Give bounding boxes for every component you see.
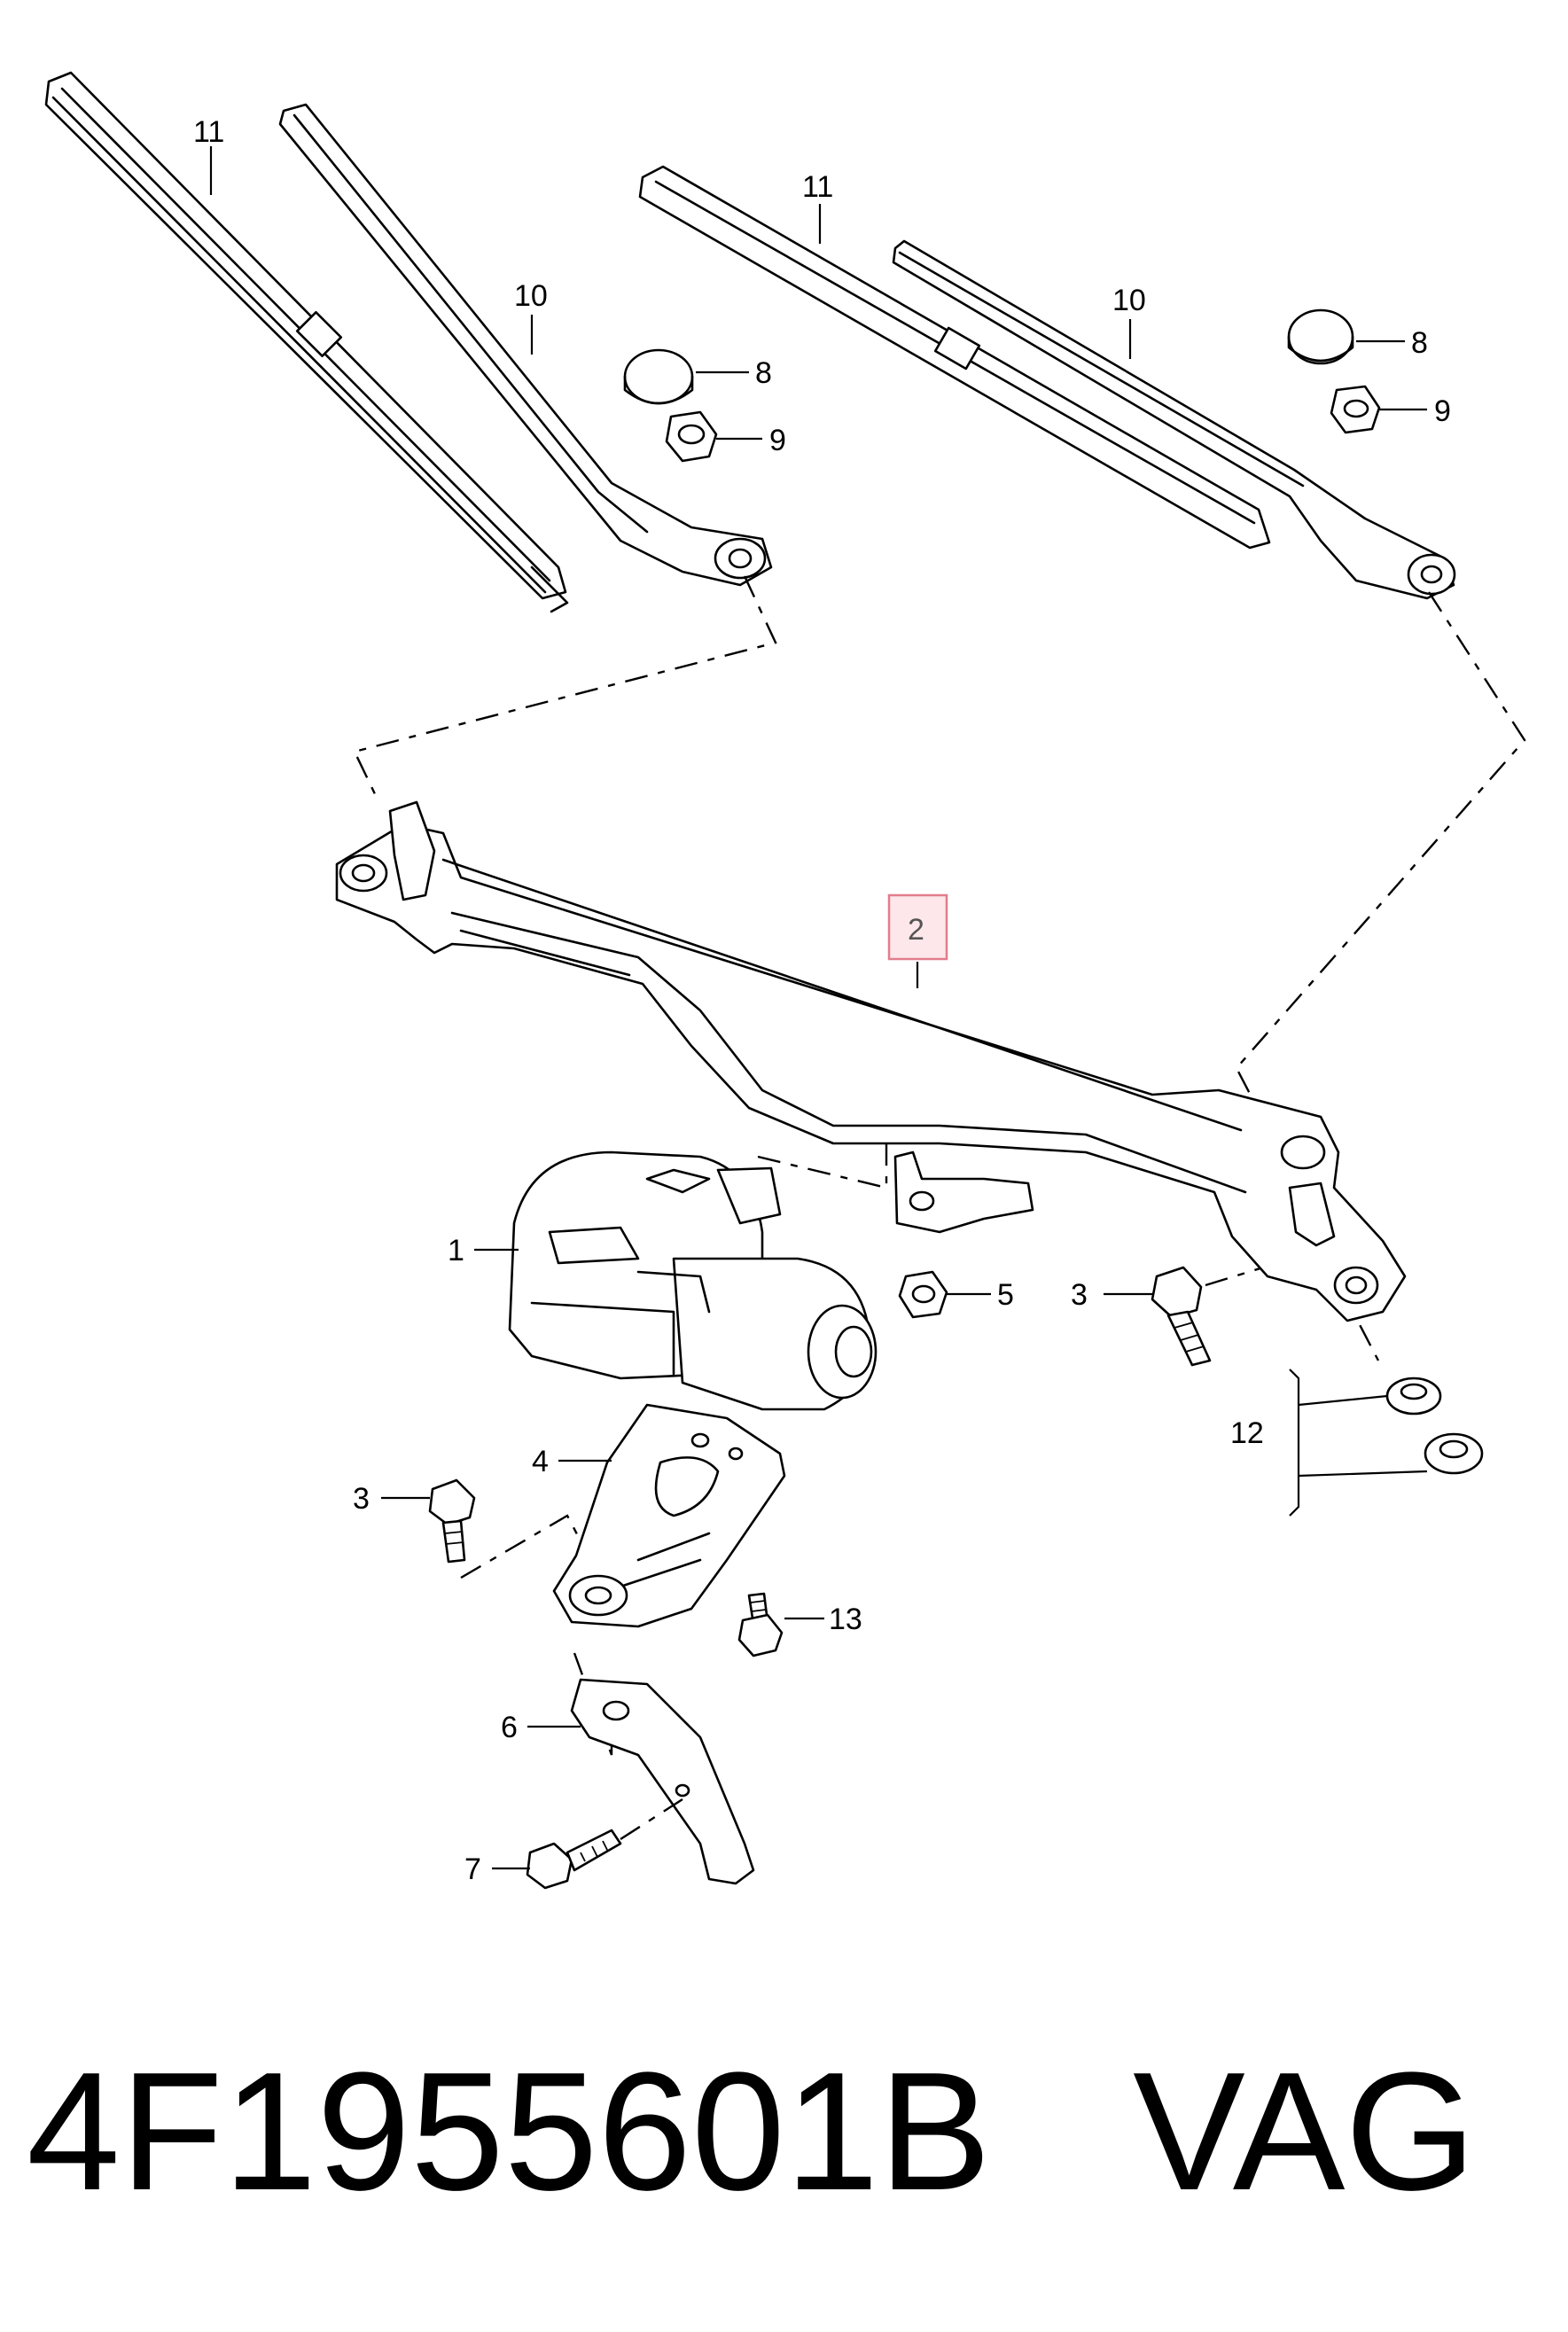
callout-10-left: 10 bbox=[514, 279, 548, 313]
bolt-3-left bbox=[428, 1478, 476, 1564]
callout-6: 6 bbox=[501, 1711, 518, 1744]
caption: 4F1955601B VAG bbox=[27, 2030, 1533, 2234]
callout-9-left: 9 bbox=[769, 424, 786, 457]
bolt-3-right bbox=[1151, 1266, 1212, 1367]
bracket bbox=[570, 1678, 755, 1885]
callout-9-right: 9 bbox=[1434, 394, 1451, 428]
wiper-motor bbox=[508, 1150, 878, 1411]
callout-13: 13 bbox=[829, 1603, 862, 1636]
highlight-box bbox=[887, 893, 948, 961]
wiper-arm-right bbox=[892, 239, 1456, 600]
callout-4: 4 bbox=[532, 1445, 549, 1478]
bolt-7 bbox=[526, 1798, 683, 1890]
wiper-blade-left bbox=[44, 71, 569, 613]
part-number: 4F1955601B bbox=[27, 2038, 992, 2226]
callout-3-left: 3 bbox=[353, 1482, 370, 1516]
cap-left bbox=[623, 348, 694, 405]
callout-8-left: 8 bbox=[755, 356, 772, 390]
grommets bbox=[1385, 1377, 1484, 1475]
leader-lines bbox=[209, 146, 1428, 1870]
callout-3-right: 3 bbox=[1071, 1278, 1088, 1312]
nut-5 bbox=[898, 1270, 948, 1319]
callout-12: 12 bbox=[1230, 1416, 1264, 1450]
callout-5: 5 bbox=[997, 1278, 1014, 1312]
nut-left bbox=[665, 410, 718, 463]
callout-11-left: 11 bbox=[193, 115, 224, 149]
callout-10-right: 10 bbox=[1112, 284, 1146, 317]
nut-right bbox=[1330, 385, 1381, 434]
bolt-13 bbox=[737, 1592, 784, 1657]
brand-name: VAG bbox=[1133, 2038, 1477, 2226]
wiper-arm-left bbox=[278, 103, 773, 587]
alignment-lines bbox=[353, 575, 1526, 1756]
callout-2: 2 bbox=[908, 913, 924, 947]
callout-8-right: 8 bbox=[1411, 326, 1428, 360]
wiper-blade-right bbox=[638, 165, 1271, 550]
wiper-linkage-frame bbox=[335, 800, 1407, 1322]
callout-1: 1 bbox=[448, 1234, 464, 1267]
callouts: 11 10 8 9 11 10 8 9 2 1 5 3 4 3 13 6 7 1… bbox=[193, 115, 1451, 1886]
callout-7: 7 bbox=[464, 1852, 481, 1886]
mounting-plate bbox=[552, 1403, 786, 1628]
callout-11-right: 11 bbox=[802, 170, 833, 204]
cap-right bbox=[1287, 308, 1354, 365]
